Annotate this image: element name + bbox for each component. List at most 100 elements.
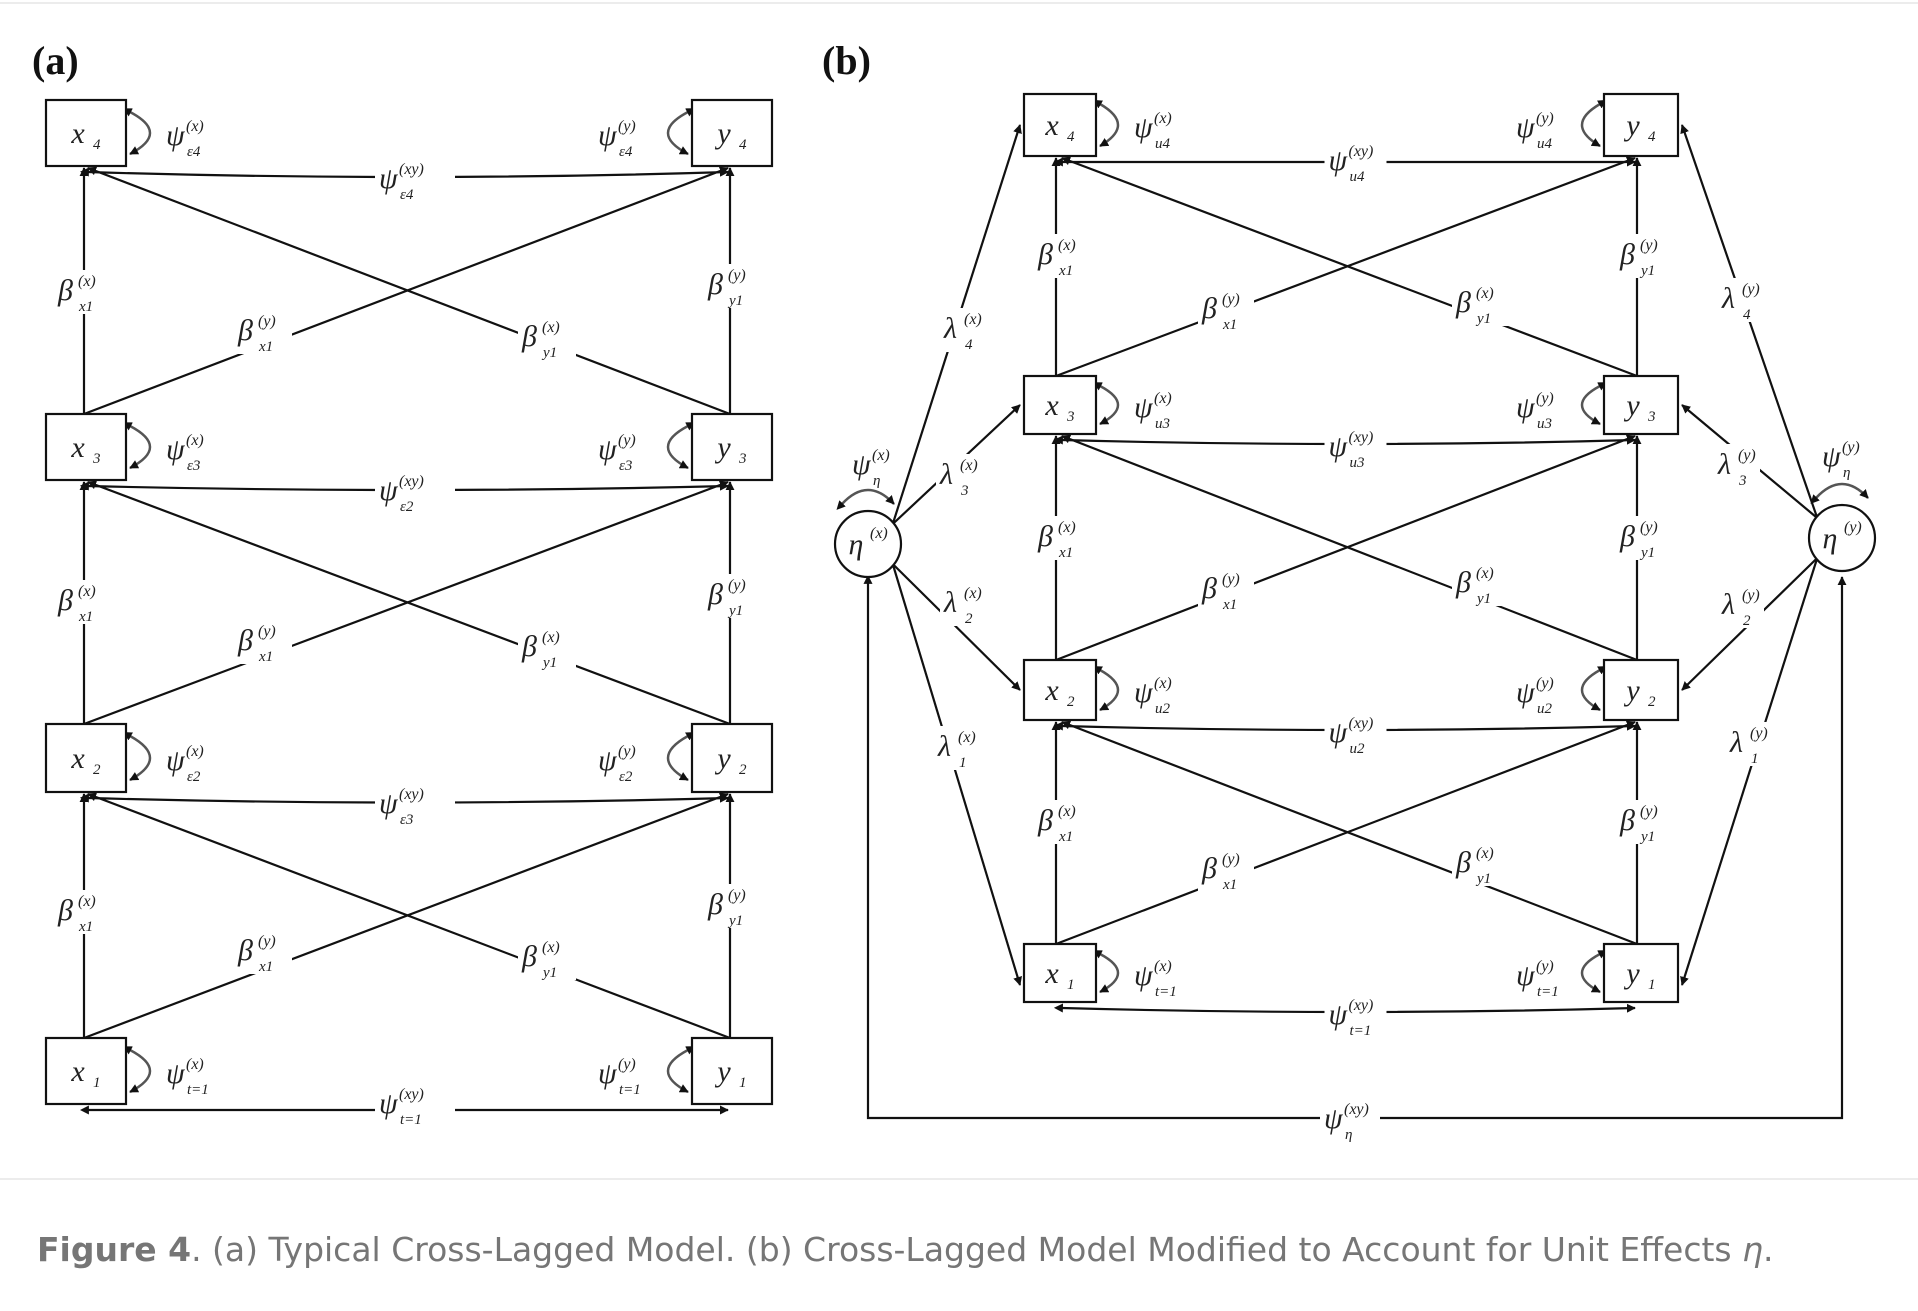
svg-text:y: y — [1623, 109, 1640, 142]
svg-text:(y): (y) — [1222, 571, 1240, 588]
svg-text:(y): (y) — [1844, 519, 1862, 536]
svg-text:λ: λ — [943, 586, 957, 619]
svg-text:y1: y1 — [1639, 829, 1655, 845]
svg-text:ψ: ψ — [1134, 959, 1154, 992]
a-beta-yy-label-1: β(y)y1 — [704, 884, 748, 929]
a-covariance-label-4: ψ(xy)ε4 — [375, 158, 455, 203]
svg-text:u4: u4 — [1155, 136, 1171, 152]
svg-text:β: β — [707, 578, 723, 611]
svg-text:2: 2 — [965, 611, 973, 627]
svg-text:y: y — [1623, 389, 1640, 422]
svg-text:ψ: ψ — [1329, 998, 1349, 1031]
b-beta-xy-label-2: β(y)x1 — [1198, 568, 1254, 613]
a-beta-yx-arrow-3 — [87, 166, 731, 416]
b-beta-xy-arrow-1 — [1055, 720, 1636, 946]
b-lambda-x-label-1: λ(x)1 — [934, 726, 980, 771]
b-lambda-x-arrow-1 — [891, 563, 1022, 986]
svg-text:β: β — [1037, 238, 1053, 271]
svg-text:(y): (y) — [1536, 110, 1554, 127]
svg-text:ψ: ψ — [598, 433, 618, 466]
a-beta-xx-label-2: β(x)x1 — [54, 580, 98, 625]
b-beta-xx-label-2: β(x)x1 — [1034, 516, 1078, 561]
b-x-variance-loop-3 — [1092, 382, 1120, 426]
svg-text:ψ: ψ — [166, 119, 186, 152]
svg-text:ψ: ψ — [1329, 144, 1349, 177]
svg-text:ψ: ψ — [1329, 430, 1349, 463]
svg-text:3: 3 — [1066, 409, 1075, 425]
svg-text:y: y — [714, 431, 731, 464]
b-lambda-y-label-3: λ(y)3 — [1714, 444, 1760, 489]
svg-text:x1: x1 — [1222, 597, 1237, 613]
a-beta-yx-arrow-2 — [87, 480, 731, 726]
svg-text:η: η — [873, 473, 880, 489]
svg-text:4: 4 — [1743, 307, 1751, 323]
svg-text:λ: λ — [943, 312, 957, 345]
svg-text:4: 4 — [739, 137, 747, 153]
svg-text:4: 4 — [965, 337, 973, 353]
svg-text:ε3: ε3 — [619, 458, 632, 474]
svg-text:2: 2 — [1648, 694, 1656, 710]
svg-text:(y): (y) — [728, 577, 746, 594]
svg-text:(y): (y) — [618, 1056, 636, 1073]
svg-text:β: β — [1455, 846, 1471, 879]
svg-text:(y): (y) — [258, 313, 276, 330]
svg-text:2: 2 — [739, 762, 747, 778]
b-eta-x-variance-loop — [836, 488, 895, 510]
svg-text:x: x — [1044, 389, 1059, 422]
b-eta-x-variance-label: ψ(x)η — [852, 447, 890, 489]
svg-text:x1: x1 — [1222, 877, 1237, 893]
svg-text:(y): (y) — [1738, 447, 1756, 464]
svg-text:β: β — [1037, 804, 1053, 837]
a-y-variance-label-3: ψ(y)ε3 — [598, 432, 636, 474]
svg-text:β: β — [1619, 804, 1635, 837]
svg-text:(y): (y) — [1222, 291, 1240, 308]
svg-text:3: 3 — [738, 451, 747, 467]
svg-text:β: β — [1619, 520, 1635, 553]
b-beta-yy-label-3: β(y)y1 — [1616, 234, 1660, 279]
svg-text:y: y — [714, 1055, 731, 1088]
svg-text:t=1: t=1 — [187, 1082, 209, 1098]
svg-text:y1: y1 — [727, 293, 743, 309]
b-beta-xy-arrow-3 — [1055, 156, 1636, 378]
svg-text:t=1: t=1 — [619, 1082, 641, 1098]
svg-text:(y): (y) — [1750, 725, 1768, 742]
b-lambda-x-label-2: λ(x)2 — [940, 582, 986, 627]
svg-text:u4: u4 — [1537, 136, 1553, 152]
svg-text:2: 2 — [1743, 613, 1751, 629]
svg-text:x: x — [70, 1055, 85, 1088]
panel-a-label: (a) — [32, 38, 79, 83]
svg-text:(y): (y) — [1536, 958, 1554, 975]
svg-text:(x): (x) — [78, 893, 96, 910]
svg-text:η: η — [1823, 522, 1838, 555]
a-y-variance-loop-1 — [666, 1046, 696, 1094]
a-x-variance-loop-1 — [122, 1046, 152, 1094]
svg-text:x: x — [1044, 957, 1059, 990]
svg-text:x1: x1 — [1222, 317, 1237, 333]
a-y-variance-label-2: ψ(y)ε2 — [598, 743, 636, 785]
svg-text:η: η — [1843, 465, 1850, 481]
b-beta-yx-label-2: β(x)y1 — [1452, 562, 1508, 607]
a-beta-yy-label-3: β(y)y1 — [704, 264, 748, 309]
a-beta-xy-label-2: β(y)x1 — [234, 620, 292, 665]
b-x-variance-loop-1 — [1092, 950, 1120, 994]
svg-text:ψ: ψ — [1822, 440, 1842, 473]
svg-text:ψ: ψ — [1324, 1102, 1344, 1135]
svg-text:β: β — [237, 624, 253, 657]
svg-text:(x): (x) — [78, 583, 96, 600]
svg-text:β: β — [1619, 238, 1635, 271]
svg-text:x1: x1 — [258, 649, 273, 665]
svg-text:t=1: t=1 — [400, 1112, 422, 1128]
svg-text:u3: u3 — [1350, 455, 1365, 471]
b-y-variance-loop-1 — [1580, 950, 1608, 994]
svg-text:ψ: ψ — [1134, 676, 1154, 709]
svg-text:x: x — [70, 742, 85, 775]
svg-text:(x): (x) — [1058, 519, 1076, 536]
svg-text:(xy): (xy) — [1349, 429, 1374, 446]
